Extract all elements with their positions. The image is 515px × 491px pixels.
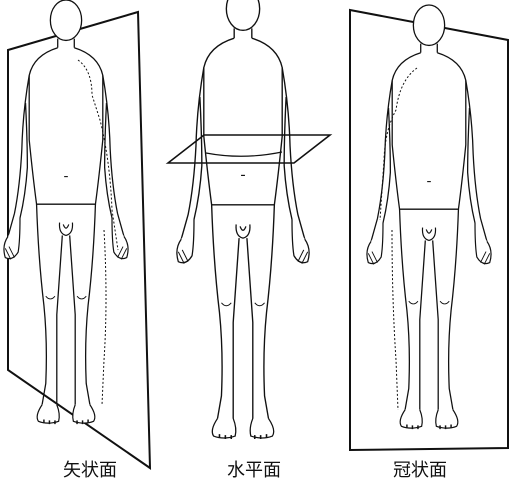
caption-sagittal-plane: 矢状面 — [30, 456, 150, 482]
coronal-plane-figure — [350, 5, 508, 450]
sagittal-plane-figure — [4, 0, 150, 468]
horizontal-plane-figure — [168, 0, 330, 439]
caption-horizontal-plane: 水平面 — [194, 456, 314, 482]
caption-coronal-plane: 冠状面 — [360, 456, 480, 482]
